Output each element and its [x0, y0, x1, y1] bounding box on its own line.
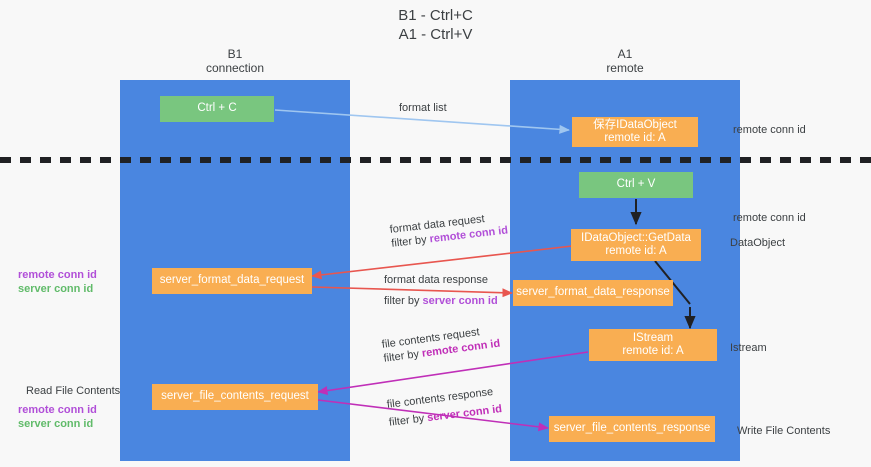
lane-header-a1-name: A1: [617, 47, 633, 61]
annotation-right-remote-conn-id-mid: remote conn id: [733, 212, 806, 224]
node-ctrl-c[interactable]: Ctrl + C: [160, 96, 274, 122]
lane-header-b1: B1 connection: [120, 47, 350, 75]
annotation-left-remote-conn-id: remote conn id: [18, 269, 97, 281]
annotation-read-file-contents-title: Read File Contents: [26, 385, 121, 397]
annotation-left-conn-ids-lower: remote conn id server conn id: [18, 403, 97, 431]
edge-label-file-contents-response-highlight: server conn id: [426, 402, 503, 425]
title-line-2: A1 - Ctrl+V: [398, 26, 473, 43]
edge-label-format-data-response-line1: format data response: [384, 274, 488, 286]
annotation-left-remote-conn-id-lower: remote conn id: [18, 404, 97, 416]
node-server-format-data-response-label: server_format_data_response: [516, 286, 670, 299]
node-ctrl-c-label: Ctrl + C: [197, 102, 237, 115]
node-istream[interactable]: IStream remote id: A: [589, 329, 717, 361]
lane-header-b1-role: connection: [205, 61, 265, 75]
edge-label-file-contents-response: file contents response filter by server …: [386, 384, 503, 430]
edge-label-format-list-line1: format list: [399, 102, 447, 114]
annotation-right-write-file-contents: Write File Contents: [737, 425, 831, 437]
annotation-left-conn-ids: remote conn id server conn id: [18, 268, 97, 296]
lane-header-a1: A1 remote: [510, 47, 740, 75]
edge-label-format-data-response-prefix: filter by: [384, 295, 423, 307]
node-server-file-contents-request-label: server_file_contents_request: [161, 390, 309, 403]
edge-label-format-list: format list: [399, 101, 447, 115]
node-server-file-contents-request[interactable]: server_file_contents_request: [152, 384, 318, 410]
node-idataobject-getdata[interactable]: IDataObject::GetData remote id: A: [571, 229, 701, 261]
annotation-right-istream: Istream: [730, 342, 767, 354]
node-save-idataobject[interactable]: 保存IDataObject remote id: A: [572, 117, 698, 147]
edge-label-format-data-response: format data response filter by server co…: [384, 273, 498, 308]
node-istream-label: IStream: [632, 331, 674, 344]
edge-label-file-contents-request: file contents request filter by remote c…: [381, 323, 501, 366]
node-idataobject-getdata-sub: remote id: A: [605, 245, 667, 257]
node-server-format-data-request-label: server_format_data_request: [159, 274, 305, 287]
node-server-format-data-request[interactable]: server_format_data_request: [152, 268, 312, 294]
edge-label-file-contents-response-prefix: filter by: [388, 412, 429, 429]
edge-label-format-data-request-prefix: filter by: [390, 233, 431, 250]
node-ctrl-v-label: Ctrl + V: [616, 178, 656, 191]
edge-label-format-data-request: format data request filter by remote con…: [389, 210, 509, 251]
node-save-idataobject-label: 保存IDataObject: [593, 118, 677, 131]
node-save-idataobject-sub: remote id: A: [604, 132, 666, 144]
annotation-left-server-conn-id: server conn id: [18, 283, 94, 295]
page-title: B1 - Ctrl+C A1 - Ctrl+V: [0, 6, 871, 44]
lane-header-b1-name: B1: [227, 47, 243, 61]
annotation-right-dataobject: DataObject: [730, 237, 786, 249]
edge-label-format-data-response-line2: filter by server conn id: [384, 294, 498, 308]
node-server-file-contents-response-label: server_file_contents_response: [553, 422, 711, 435]
node-server-file-contents-response[interactable]: server_file_contents_response: [549, 416, 715, 442]
node-server-format-data-response[interactable]: server_format_data_response: [513, 280, 673, 306]
annotation-read-file-contents: Read File Contents: [26, 384, 120, 398]
node-ctrl-v[interactable]: Ctrl + V: [579, 172, 693, 198]
edge-label-format-data-response-highlight: server conn id: [422, 295, 498, 307]
node-istream-sub: remote id: A: [622, 345, 684, 357]
title-line-1: B1 - Ctrl+C: [398, 7, 473, 24]
annotation-right-remote-conn-id-top: remote conn id: [733, 124, 806, 136]
lane-header-a1-role: remote: [606, 61, 644, 75]
edge-label-file-contents-request-prefix: filter by: [382, 347, 423, 365]
node-idataobject-getdata-label: IDataObject::GetData: [581, 231, 691, 244]
annotation-left-server-conn-id-lower: server conn id: [18, 418, 94, 430]
